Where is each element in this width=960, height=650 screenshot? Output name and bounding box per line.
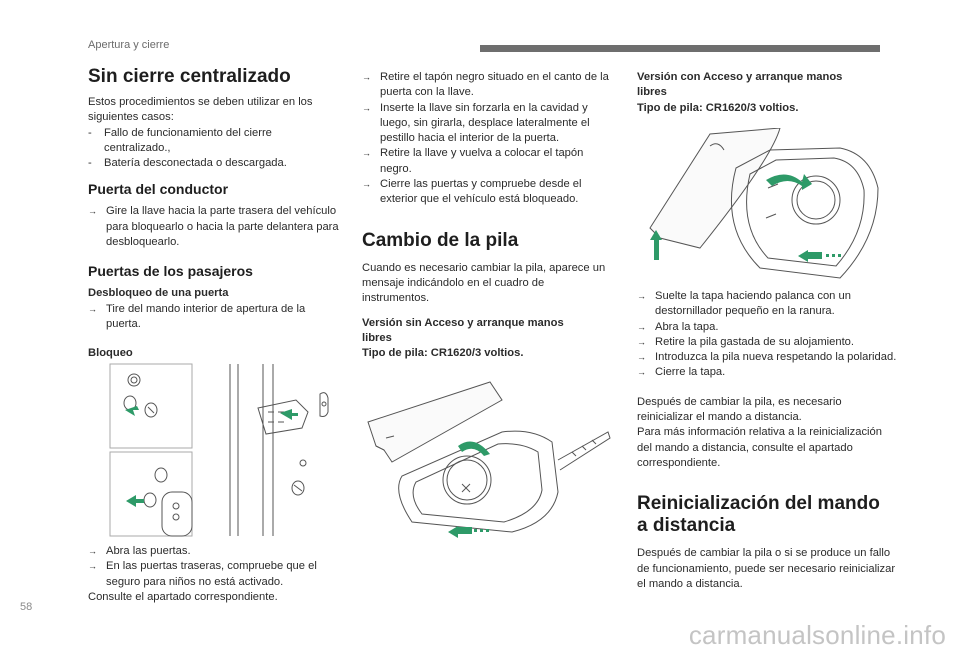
lock-step: Inserte la llave sin forzarla en la cavi… bbox=[362, 101, 614, 147]
version-with-keyless-line2: libres bbox=[637, 86, 667, 99]
more-info-text: Para más información relativa a la reini… bbox=[637, 426, 882, 469]
battery-type-1: Tipo de pila: CR1620/3 voltios. bbox=[362, 347, 524, 360]
door-lock-illustration bbox=[108, 360, 340, 540]
version-with-keyless: Versión con Acceso y arranque manos bbox=[637, 71, 843, 83]
battery-step: Cierre la tapa. bbox=[637, 365, 897, 381]
lock-step: Abra las puertas. bbox=[88, 544, 340, 560]
driver-steps: Gire la llave hacia la parte trasera del… bbox=[88, 204, 340, 250]
battery-type-2: Tipo de pila: CR1620/3 voltios. bbox=[637, 101, 799, 114]
page-title: Sin cierre centralizado bbox=[88, 66, 291, 87]
passenger-doors-title: Puertas de los pasajeros bbox=[88, 263, 253, 280]
lock-steps-continued: Retire el tapón negro situado en el cant… bbox=[362, 70, 614, 208]
battery-change-text: Cuando es necesario cambiar la pila, apa… bbox=[362, 261, 606, 305]
battery-step: Retire la pila gastada de su alojamiento… bbox=[637, 335, 897, 351]
battery-step: Abra la tapa. bbox=[637, 320, 897, 336]
battery-change-title: Cambio de la pila bbox=[362, 229, 519, 251]
unlock-title: Desbloqueo de una puerta bbox=[88, 287, 229, 300]
lock-steps: Abra las puertas. En las puertas trasera… bbox=[88, 544, 340, 590]
case-item: Batería desconectada o descargada. bbox=[88, 156, 340, 172]
door-lock-drawing bbox=[109, 363, 329, 537]
column-3: Versión con Acceso y arranque manos libr… bbox=[637, 70, 897, 116]
key-fob-drawing-2 bbox=[649, 128, 879, 279]
after-change-text: Después de cambiar la pila, es necesario… bbox=[637, 395, 842, 424]
lock-title: Bloqueo bbox=[88, 347, 133, 360]
reinit-title-line1: Reinicialización del mando bbox=[637, 493, 880, 515]
cases-list: Fallo de funcionamiento del cierre centr… bbox=[88, 126, 340, 172]
intro-text: Estos procedimientos se deben utilizar e… bbox=[88, 96, 313, 124]
driver-step: Gire la llave hacia la parte trasera del… bbox=[88, 204, 340, 250]
key-fob-illustration-1 bbox=[362, 372, 614, 542]
column-1-bottom: Abra las puertas. En las puertas trasera… bbox=[88, 544, 340, 605]
column-1: Sin cierre centralizado Estos procedimie… bbox=[88, 66, 340, 362]
key-fob-illustration-2 bbox=[640, 128, 890, 282]
reinit-title: Reinicialización del mando a distancia bbox=[637, 493, 897, 537]
key-fob-drawing-1 bbox=[367, 381, 611, 538]
consult-note: Consulte el apartado correspondiente. bbox=[88, 590, 278, 603]
version-without-keyless: Versión sin Acceso y arranque manos bbox=[362, 316, 564, 329]
watermark: carmanualsonline.info bbox=[688, 619, 946, 650]
reinit-title-line2: a distancia bbox=[637, 515, 736, 537]
column-2: Retire el tapón negro situado en el cant… bbox=[362, 70, 614, 361]
case-item: Fallo de funcionamiento del cierre centr… bbox=[88, 126, 340, 157]
reinit-text: Después de cambiar la pila o si se produ… bbox=[637, 547, 896, 590]
column-3-body: Suelte la tapa haciendo palanca con un d… bbox=[637, 289, 897, 592]
lock-step: En las puertas traseras, compruebe que e… bbox=[88, 559, 340, 590]
battery-step: Introduzca la pila nueva respetando la p… bbox=[637, 350, 897, 366]
unlock-steps: Tire del mando interior de apertura de l… bbox=[88, 302, 340, 333]
page-number: 58 bbox=[20, 601, 33, 613]
section-title: Apertura y cierre bbox=[88, 39, 170, 51]
lock-step: Retire la llave y vuelva a colocar el ta… bbox=[362, 146, 614, 177]
unlock-step: Tire del mando interior de apertura de l… bbox=[88, 302, 340, 333]
battery-steps: Suelte la tapa haciendo palanca con un d… bbox=[637, 289, 897, 381]
version-without-keyless-line2: libres bbox=[362, 331, 392, 344]
driver-door-title: Puerta del conductor bbox=[88, 181, 229, 198]
header-bar bbox=[480, 45, 880, 52]
lock-step: Cierre las puertas y compruebe desde el … bbox=[362, 177, 614, 208]
battery-step: Suelte la tapa haciendo palanca con un d… bbox=[637, 289, 897, 320]
lock-step: Retire el tapón negro situado en el cant… bbox=[362, 70, 614, 101]
